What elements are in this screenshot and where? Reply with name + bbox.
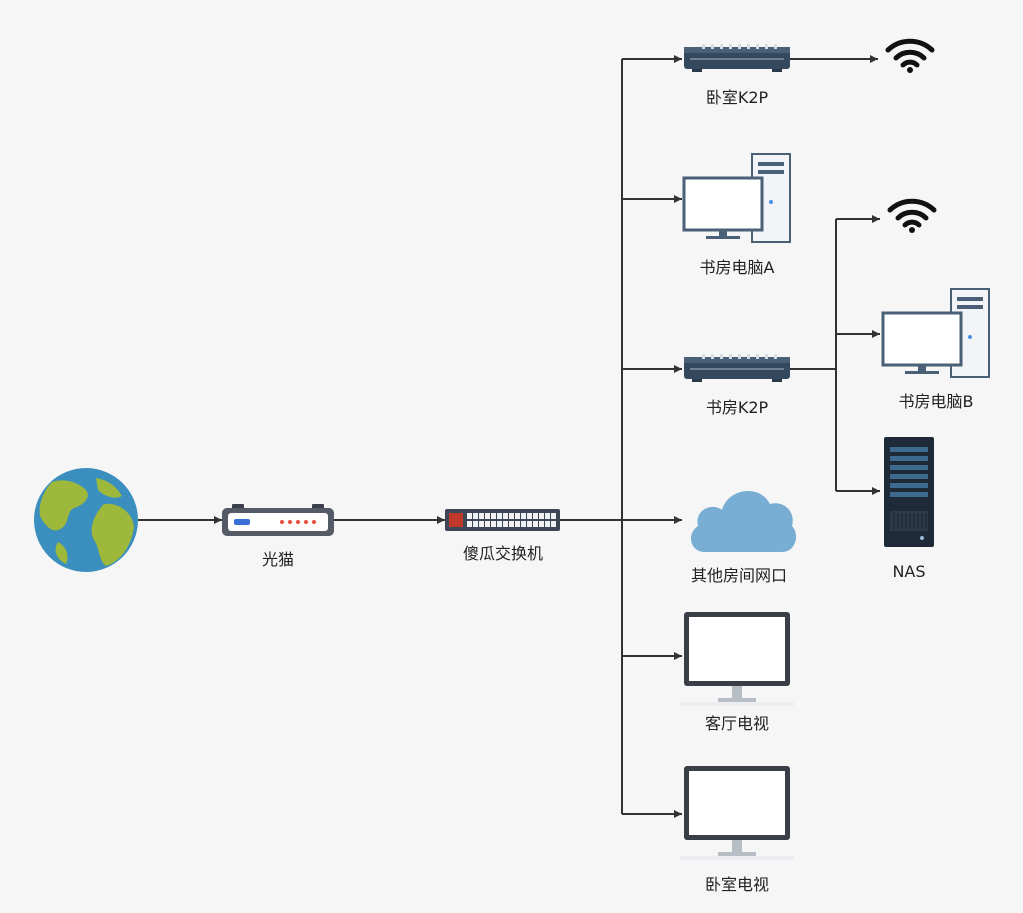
other-ports-label: 其他房间网口	[690, 566, 788, 585]
switch-label: 傻瓜交换机	[462, 544, 544, 563]
wifi-icon	[888, 41, 932, 73]
living-tv-label: 客厅电视	[704, 714, 770, 733]
study-router-label: 书房K2P	[705, 398, 769, 417]
bedroom-tv-icon	[680, 766, 794, 860]
study-router-icon	[684, 354, 790, 382]
bedroom-router-label: 卧室K2P	[705, 88, 769, 107]
bedroom-router-icon	[684, 44, 790, 72]
nas-label: NAS	[892, 562, 926, 581]
modem-label: 光猫	[261, 550, 295, 569]
living-tv-icon	[680, 612, 794, 706]
wifi-icon	[890, 201, 934, 233]
desktop-computer-icon	[881, 287, 991, 379]
desktop-computer-icon	[682, 152, 792, 244]
modem-icon	[222, 504, 334, 536]
nas-server-icon	[884, 437, 934, 547]
study-pc-a-label: 书房电脑A	[699, 258, 775, 277]
study-pc-b-label: 书房电脑B	[898, 392, 974, 411]
globe-icon	[34, 468, 138, 572]
switch-icon	[445, 509, 560, 531]
connections	[138, 55, 880, 818]
bedroom-tv-label: 卧室电视	[704, 875, 770, 894]
cloud-icon	[690, 491, 797, 552]
